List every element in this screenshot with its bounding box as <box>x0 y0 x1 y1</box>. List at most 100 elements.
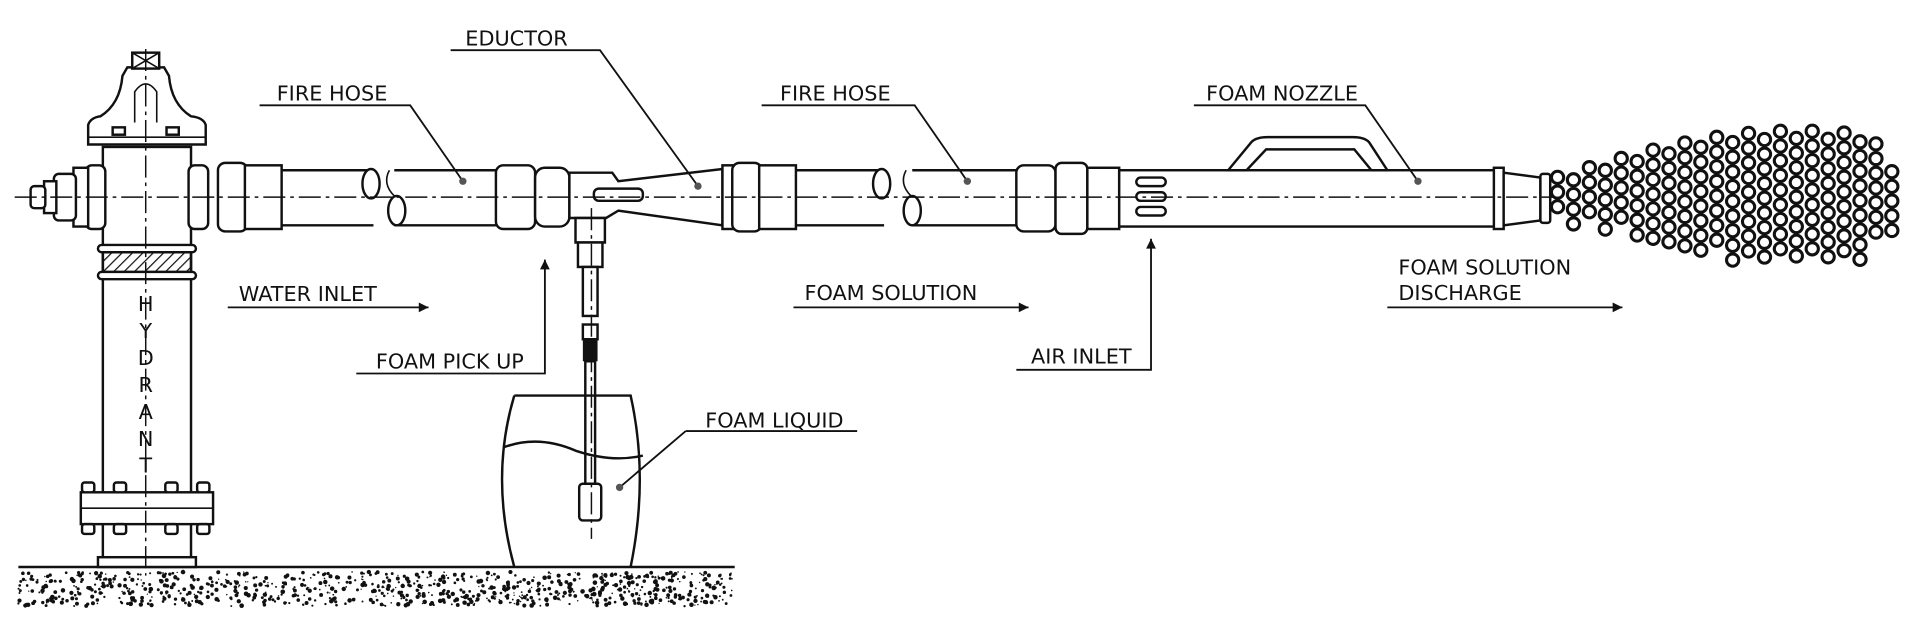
gravel-speck <box>665 571 669 576</box>
foam-bubble <box>1549 199 1566 215</box>
gravel-speck <box>80 577 84 582</box>
gravel-speck <box>450 591 456 597</box>
foam-bubble <box>1868 224 1884 240</box>
gravel-speck <box>396 602 401 607</box>
gravel-speck <box>193 593 196 596</box>
foam-bubble <box>1820 190 1836 206</box>
gravel-speck <box>658 602 660 604</box>
gravel-speck <box>604 602 609 607</box>
foam-bubble <box>1581 160 1598 176</box>
gravel-speck <box>135 583 139 586</box>
foam-bubble <box>1661 146 1677 162</box>
gravel-speck <box>360 588 362 590</box>
gravel-speck <box>90 601 95 606</box>
gravel-speck <box>445 574 448 577</box>
gravel-speck <box>594 600 600 606</box>
foam-bubble <box>1852 237 1868 253</box>
gravel-speck <box>137 578 139 581</box>
gravel-speck <box>354 597 356 600</box>
foam-bubble <box>1740 213 1757 230</box>
gravel-speck <box>123 583 127 588</box>
gravel-speck <box>654 576 657 579</box>
gravel-speck <box>326 571 330 576</box>
gravel-speck <box>273 600 277 603</box>
gravel-speck <box>622 601 628 606</box>
gravel-speck <box>368 597 373 602</box>
gravel-speck <box>173 602 177 606</box>
gravel-speck <box>438 577 443 582</box>
foam-bubble <box>1804 138 1820 154</box>
foam-bubble <box>1645 157 1661 173</box>
foam-discharge <box>1549 123 1900 268</box>
foam-bubble <box>1788 218 1804 235</box>
gravel-speck <box>285 584 288 586</box>
gravel-speck <box>671 577 673 579</box>
label-air-inlet: AIR INLET <box>1016 238 1156 371</box>
gravel-speck <box>177 589 180 592</box>
gravel-speck <box>718 599 720 602</box>
gravel-speck <box>568 593 572 597</box>
gravel-speck <box>647 590 652 596</box>
gravel-speck <box>422 599 427 605</box>
gravel-speck <box>192 578 196 582</box>
gravel-speck <box>224 578 227 581</box>
hydrant-letter: D <box>138 346 154 370</box>
gravel-speck <box>531 599 535 603</box>
gravel-speck <box>623 576 626 579</box>
gravel-speck <box>640 602 643 605</box>
foam-bubble <box>1677 223 1693 239</box>
gravel-speck <box>441 579 447 585</box>
hydrant-letter: N <box>138 427 154 451</box>
gravel-speck <box>109 584 114 589</box>
foam-bubble <box>1740 155 1757 171</box>
foam-bubble <box>1788 204 1804 220</box>
gravel-speck <box>328 596 332 600</box>
gravel-speck <box>148 590 152 594</box>
gravel-speck <box>722 590 727 595</box>
gravel-speck <box>363 583 368 587</box>
gravel-speck <box>554 590 559 594</box>
gravel-speck <box>392 595 395 597</box>
gravel-speck <box>513 602 515 605</box>
gravel-speck <box>316 571 320 574</box>
gravel-speck <box>405 593 409 598</box>
gravel-speck <box>490 595 495 600</box>
gravel-speck <box>40 588 45 594</box>
gravel-speck <box>332 593 335 596</box>
gravel-speck <box>483 591 486 595</box>
hydrant-letter: Y <box>138 319 152 343</box>
gravel-speck <box>472 603 476 607</box>
foam-bubble <box>1645 171 1661 188</box>
gravel-speck <box>253 583 258 588</box>
gravel-speck <box>255 576 258 579</box>
gravel-speck <box>572 590 575 593</box>
gravel-speck <box>86 586 90 590</box>
foam-bubble <box>1725 149 1741 165</box>
foam-bubble <box>1852 148 1868 165</box>
gravel-speck <box>17 598 22 603</box>
gravel-speck <box>371 582 374 586</box>
gravel-speck <box>363 572 365 575</box>
gravel-speck <box>234 580 240 585</box>
gravel-speck <box>626 580 632 586</box>
gravel-speck <box>588 588 593 593</box>
gravel-speck <box>378 589 381 592</box>
gravel-speck <box>362 578 364 581</box>
gravel-speck <box>697 603 699 606</box>
gravel-speck <box>386 592 389 595</box>
foam-bubble <box>1725 223 1741 239</box>
gravel-speck <box>489 585 494 590</box>
foam-bubble <box>1756 219 1773 236</box>
gravel-speck <box>682 575 686 579</box>
foam-pickup-tube <box>574 208 607 539</box>
gravel-speck <box>630 580 635 585</box>
gravel-speck <box>608 596 612 600</box>
gravel-speck <box>578 577 581 580</box>
gravel-speck <box>30 589 35 593</box>
gravel-speck <box>238 586 240 588</box>
foam-bubble <box>1884 178 1900 195</box>
gravel-speck <box>699 572 701 575</box>
gravel-speck <box>218 578 220 580</box>
foam-bubble <box>1549 169 1566 186</box>
gravel-speck <box>230 598 233 601</box>
